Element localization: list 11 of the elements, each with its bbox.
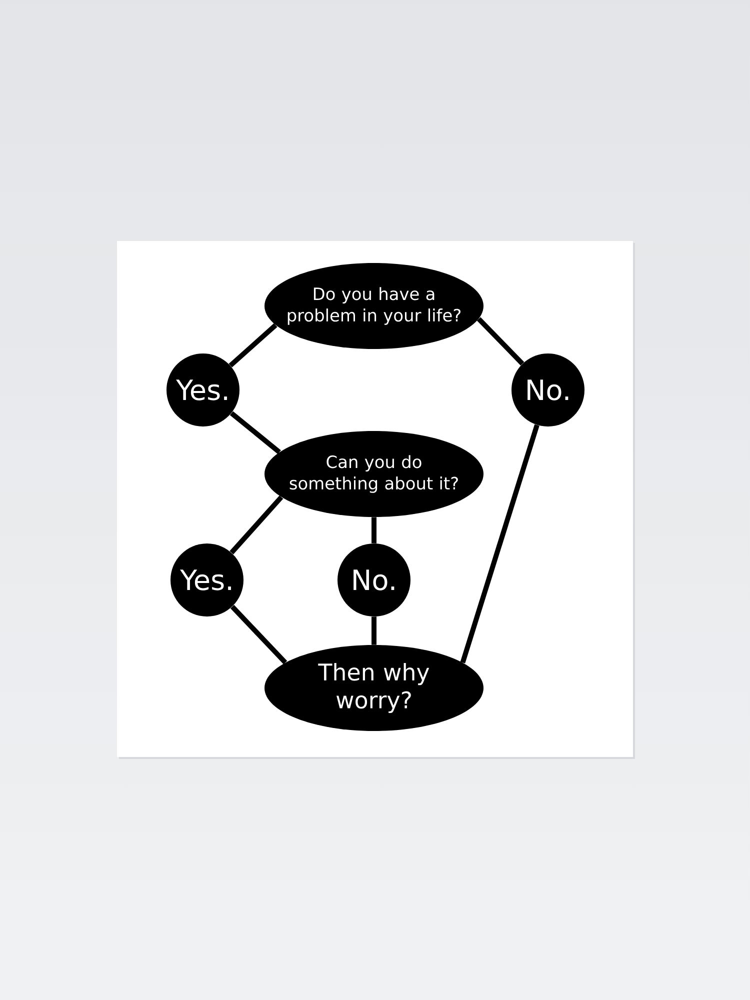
question-oval: Do you have a problem in your life? <box>264 263 484 349</box>
connector-line <box>230 604 288 664</box>
answer-oval: Then why worry? <box>264 645 484 731</box>
connector-line <box>230 495 284 554</box>
question-oval: Can you do something about it? <box>264 431 484 517</box>
connector-line <box>228 323 278 368</box>
connector-line <box>230 411 281 454</box>
connector-line <box>476 317 524 366</box>
connector-line <box>372 517 376 544</box>
connector-line <box>372 616 376 645</box>
connector-line <box>460 424 540 664</box>
